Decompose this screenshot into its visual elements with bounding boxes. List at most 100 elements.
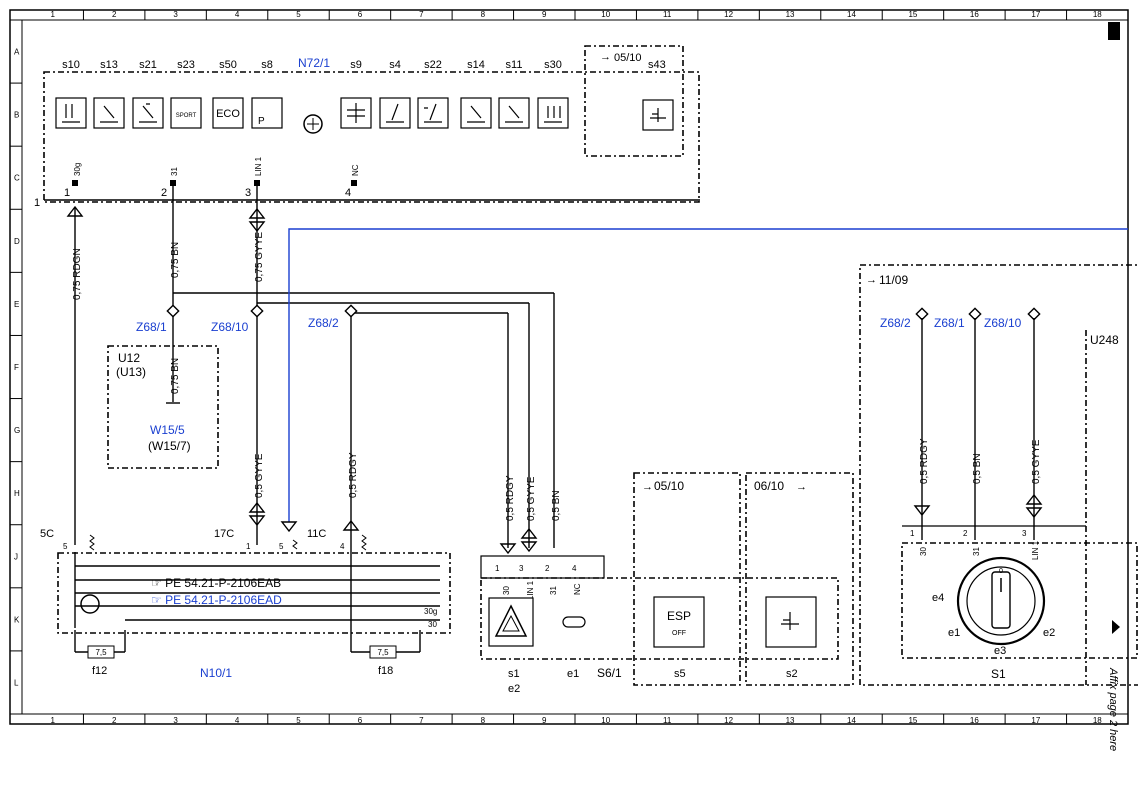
grid-labels: 1122334455667788991010111112121313141415… (10, 10, 1102, 725)
grid-col-label: 17 (1031, 10, 1040, 19)
grid-col-label: 10 (601, 716, 610, 725)
seat-heat-button-icon (55, 97, 87, 129)
grid-col-label: 5 (296, 716, 301, 725)
wire-bn05-s6: 0,5 BN (551, 490, 562, 521)
s1-wire-bn: 0,5 BN (972, 453, 983, 484)
n10-pin1: 1 (246, 542, 251, 551)
light-switch-dial-icon (956, 556, 1046, 646)
corner-mark-icon (1108, 22, 1120, 40)
n72-sub-panel (584, 45, 684, 157)
n72-buttons: SPORT ECO P (55, 97, 674, 134)
n10-30g: 30g (424, 607, 437, 616)
s43-label: s43 (648, 59, 666, 71)
n10-module: 5C 17C 11C 5 1 5 4 ☞ PE 54.21-P-2106EAB … (40, 528, 451, 680)
switch-label: s8 (261, 59, 273, 71)
s6-pinlabel-lin: LIN 1 (526, 580, 535, 600)
switch-label: s50 (219, 59, 237, 71)
grid-row-label: F (14, 363, 19, 372)
grid-row-label: E (14, 300, 19, 309)
grid-col-label: 11 (663, 10, 672, 19)
n10-c17: 17C (214, 528, 234, 540)
ground-w155: W15/5 (150, 423, 185, 437)
switch-label: s13 (100, 59, 118, 71)
s1-dial-zero: 0 (999, 568, 1003, 575)
splice-z681: Z68/1 (136, 320, 167, 334)
grid-col-label: 3 (173, 10, 178, 19)
s6-ref-0610: 06/10 (754, 479, 784, 493)
grid-col-label: 16 (970, 716, 979, 725)
grid-col-label: 9 (542, 716, 547, 725)
switch-label: s14 (467, 59, 485, 71)
esp-off-text: OFF (672, 630, 686, 637)
n72-panel (43, 71, 700, 203)
grid-col-label: 14 (847, 716, 856, 725)
grid-col-label: 1 (50, 716, 55, 725)
grid-row-label: G (14, 426, 20, 435)
grid-row-label: L (14, 678, 19, 687)
s6-e2: e2 (508, 683, 520, 695)
s6-block: 1 3 2 4 30 LIN 1 31 NC s1 e2 e1 S6/1 → 0… (480, 472, 854, 695)
s6-ref-arrow-right: → (796, 481, 807, 493)
s6-pinlabel-31: 31 (549, 586, 558, 595)
grid-col-label: 4 (235, 10, 240, 19)
n72-ref-arrow: → (600, 51, 611, 63)
s1-ref: 11/09 (879, 273, 908, 287)
wire-bn075: 0,75 BN (170, 242, 181, 278)
u12-name: U12 (118, 351, 140, 365)
switch-label: s21 (139, 59, 157, 71)
switch-label: s30 (544, 59, 562, 71)
grid-row-label: J (14, 552, 18, 561)
s6-name: S6/1 (597, 666, 622, 680)
grid-row-label: A (14, 48, 20, 57)
wire-gyye05: 0,5 GYYE (254, 453, 265, 498)
grid-col-label: 18 (1093, 716, 1102, 725)
pe-ref-1: ☞ PE 54.21-P-2106EAB (151, 576, 281, 590)
s6-pin3: 3 (519, 564, 524, 573)
u12-box (107, 345, 219, 469)
s1-e1: e1 (948, 627, 960, 639)
affix-page-note: Affix page 2 here (1107, 667, 1119, 751)
grid-col-label: 17 (1031, 716, 1040, 725)
grid-col-label: 2 (112, 10, 117, 19)
grid-col-label: 5 (296, 10, 301, 19)
n10-name: N10/1 (200, 666, 232, 680)
grid-col-label: 2 (112, 716, 117, 725)
switch-label: s4 (389, 59, 401, 71)
n72-connector-label: 1 (34, 197, 40, 209)
s6-e1: e1 (567, 668, 579, 680)
pin-2-num: 2 (161, 187, 167, 199)
n10-c5: 5C (40, 528, 54, 540)
esp-text: ESP (667, 609, 691, 623)
switch-label: s10 (62, 59, 80, 71)
wire-rdgn: 0,75 RDGN (72, 248, 83, 300)
s1-ref-arrow: → (866, 274, 877, 286)
park-button-icon (251, 97, 283, 129)
switch-label: s9 (350, 59, 362, 71)
pin-4-label: NC (351, 164, 360, 176)
grid-col-label: 11 (663, 716, 672, 725)
transistor-icon (80, 594, 100, 614)
right-edge-arrow-icon (1112, 620, 1120, 634)
fuse-f12: f12 (92, 665, 107, 677)
grid-col-label: 7 (419, 10, 424, 19)
splice-z6810: Z68/10 (211, 320, 249, 334)
s6-ref-arrow-left: → (642, 481, 653, 493)
grid-col-label: 14 (847, 10, 856, 19)
n10-pin4: 4 (340, 542, 345, 551)
ground-w157: (W15/7) (148, 439, 191, 453)
wire-rdgy05-s6: 0,5 RDGY (505, 475, 516, 521)
splice-z682: Z68/2 (308, 316, 339, 330)
pin-3-label: LIN 1 (254, 156, 263, 176)
n10-pin5b: 5 (279, 542, 284, 551)
pe-ref-2: ☞ PE 54.21-P-2106EAD (151, 593, 282, 607)
switch-label: s22 (424, 59, 442, 71)
seat-vent-rear-button-icon (498, 97, 530, 129)
wire-gyye05-s6: 0,5 GYYE (526, 476, 537, 521)
grid-col-label: 7 (419, 716, 424, 725)
grid-col-label: 9 (542, 10, 547, 19)
indicator-lamp-icon (562, 616, 586, 628)
sport-button (170, 97, 202, 129)
pin-1-label: 30g (73, 163, 82, 176)
sport-text: SPORT (176, 113, 197, 119)
grid-row-label: C (14, 174, 20, 183)
